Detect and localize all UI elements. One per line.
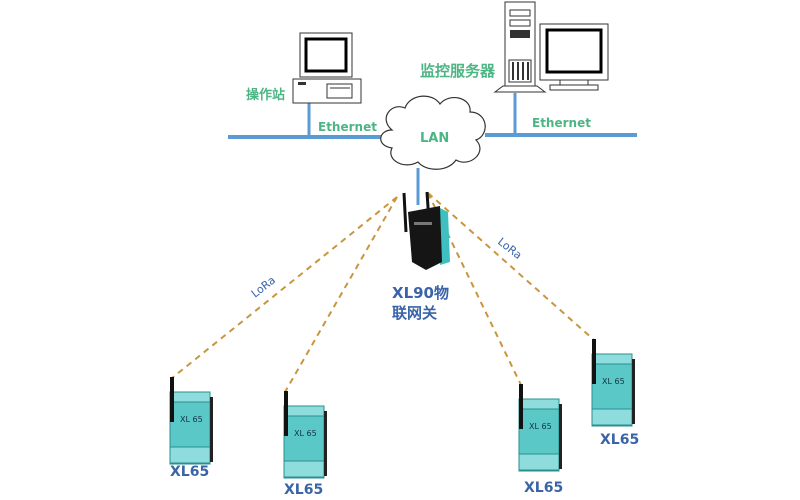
xl65-device-text: XL 65 [602, 377, 625, 386]
lora-links [171, 192, 595, 393]
xl65-label: XL65 [524, 480, 563, 496]
xl65-node: XL 65 [169, 377, 213, 465]
server-computer-icon [493, 1, 609, 93]
workstation-computer-icon [292, 32, 362, 104]
lora-link-1 [171, 196, 398, 379]
workstation-label: 操作站 [246, 87, 285, 103]
ethernet-label-left: Ethernet [318, 120, 377, 134]
xl65-node: XL 65 [518, 384, 562, 472]
xl65-device-text: XL 65 [180, 415, 203, 424]
ethernet-label-right: Ethernet [532, 116, 591, 130]
xl65-label: XL65 [170, 464, 209, 480]
gateway-device-icon [402, 191, 450, 270]
gateway-label-line1: XL90物 [392, 284, 449, 302]
lora-label-right: LoRa [495, 235, 524, 262]
xl65-node: XL 65 [591, 339, 635, 427]
xl65-nodes: XL 65 XL65 XL 65 XL65 XL 65 XL65 XL 65 XL65 [169, 339, 639, 498]
xl65-device-text: XL 65 [529, 422, 552, 431]
gateway-label-line2: 联网关 [392, 304, 437, 322]
lora-link-2 [284, 196, 398, 393]
xl65-device-text: XL 65 [294, 429, 317, 438]
lan-cloud-icon [380, 95, 486, 170]
xl65-node: XL 65 [283, 391, 327, 479]
lora-link-4 [427, 192, 595, 341]
lan-label: LAN [420, 131, 449, 146]
server-label: 监控服务器 [420, 62, 496, 80]
xl65-label: XL65 [284, 482, 323, 498]
xl65-label: XL65 [600, 432, 639, 448]
